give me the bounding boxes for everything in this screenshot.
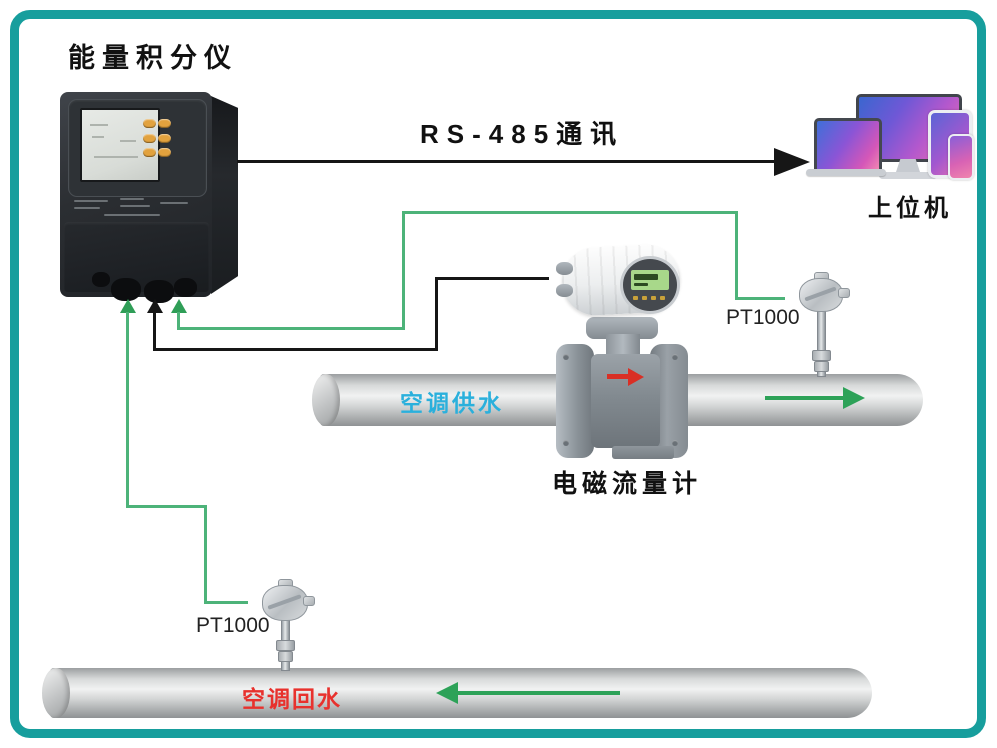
flowmeter-lcd xyxy=(631,270,669,290)
black-arrow-up-icon xyxy=(147,299,163,313)
phone-icon xyxy=(948,134,974,180)
monitor-base xyxy=(879,172,937,179)
keypad-button xyxy=(143,148,156,157)
flange-bolt xyxy=(672,354,678,360)
sensor-nut xyxy=(814,361,829,372)
sensor-lug xyxy=(838,288,850,298)
supply-flow-arrowhead-icon xyxy=(843,387,865,409)
cable-gland xyxy=(144,280,174,303)
sensor-head xyxy=(262,585,308,621)
sensor-stem xyxy=(817,306,826,377)
host-label: 上位机 xyxy=(868,195,952,222)
device-side-face xyxy=(211,96,238,294)
screen-mark xyxy=(120,140,136,142)
keypad-button xyxy=(143,134,156,143)
energy-integrator-device xyxy=(60,90,240,305)
supply-flow-arrow xyxy=(765,396,847,400)
integrator-title: 能量积分仪 xyxy=(68,43,238,73)
cable-gland xyxy=(111,278,141,301)
panel-text-mark xyxy=(120,205,150,207)
screen-mark xyxy=(90,124,108,126)
flow-direction-red-arrow xyxy=(607,374,629,379)
sensor-band xyxy=(267,594,302,610)
panel-text-mark xyxy=(104,214,160,216)
return-flow-arrow xyxy=(456,691,620,695)
rs485-line xyxy=(237,160,777,163)
sensor-band xyxy=(804,286,837,302)
flowmeter-display xyxy=(620,256,680,314)
flowmeter-label: 电磁流量计 xyxy=(552,470,703,498)
screen-mark xyxy=(94,156,138,158)
supply-pipe-cap xyxy=(312,374,340,426)
sensor-nut xyxy=(276,640,295,651)
converter-gland xyxy=(556,284,573,297)
flowmeter-mount xyxy=(612,446,674,459)
wire-segment xyxy=(204,601,248,604)
wire-segment xyxy=(435,277,438,351)
flowmeter-body xyxy=(591,354,660,448)
screen-mark xyxy=(92,136,104,138)
display-button xyxy=(651,296,656,300)
flowmeter-flange-left xyxy=(556,344,594,458)
display-button xyxy=(633,296,638,300)
wire-segment xyxy=(153,312,156,351)
green-arrow-up-icon xyxy=(171,299,187,313)
flange-bolt xyxy=(672,440,678,446)
return-pipe-cap xyxy=(42,668,70,718)
sensor-lug xyxy=(303,596,315,606)
panel-text-mark xyxy=(160,202,188,204)
sensor-nut xyxy=(278,651,293,662)
supply-sensor-label: PT1000 xyxy=(726,306,800,329)
wire-segment xyxy=(126,312,129,508)
keypad-button xyxy=(143,119,156,128)
display-button xyxy=(642,296,647,300)
panel-text-mark xyxy=(74,200,108,202)
return-flow-arrowhead-icon xyxy=(436,682,458,704)
green-arrow-up-icon xyxy=(120,299,136,313)
wire-segment xyxy=(402,211,405,330)
return-sensor-label: PT1000 xyxy=(196,614,270,637)
wire-segment xyxy=(153,348,438,351)
keypad-button xyxy=(158,148,171,157)
cable-gland xyxy=(174,278,197,297)
return-pipe-label: 空调回水 xyxy=(242,686,342,712)
lcd-digits-mark xyxy=(634,283,648,286)
keypad-button xyxy=(158,119,171,128)
panel-text-mark xyxy=(74,207,100,209)
wire-segment xyxy=(126,505,207,508)
converter-gland xyxy=(556,262,573,275)
flow-direction-red-arrowhead-icon xyxy=(628,368,644,386)
laptop-icon xyxy=(814,118,882,172)
panel-text-mark xyxy=(120,198,144,200)
display-button xyxy=(660,296,665,300)
wire-segment xyxy=(177,312,180,330)
keypad-button xyxy=(158,134,171,143)
rs485-arrowhead-icon xyxy=(774,148,810,176)
device-lcd-screen xyxy=(80,108,160,182)
flange-bolt xyxy=(563,440,569,446)
flange-bolt xyxy=(563,354,569,360)
cable-gland xyxy=(92,272,110,287)
wire-segment xyxy=(402,211,738,214)
laptop-base xyxy=(806,169,886,176)
wire-segment xyxy=(735,297,785,300)
rs485-label: RS-485通讯 xyxy=(420,119,625,149)
flowmeter-neck-flange xyxy=(586,317,658,339)
wire-segment xyxy=(435,277,549,280)
wire-segment xyxy=(177,327,405,330)
sensor-nut xyxy=(812,350,831,361)
sensor-head xyxy=(799,278,843,312)
wire-segment xyxy=(204,505,207,604)
monitor-stand xyxy=(896,159,920,172)
wire-segment xyxy=(735,211,738,300)
lcd-digits-mark xyxy=(634,274,658,280)
supply-pipe-label: 空调供水 xyxy=(400,390,504,416)
